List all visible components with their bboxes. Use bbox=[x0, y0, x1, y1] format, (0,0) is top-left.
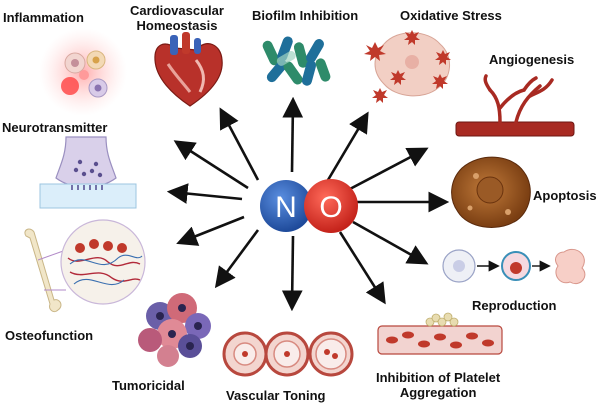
platelet-illustration bbox=[377, 312, 503, 355]
biofilm-illustration bbox=[262, 36, 331, 86]
tumor-illustration bbox=[138, 293, 211, 367]
label-platelet-aggregation: Inhibition of Platelet Aggregation bbox=[376, 370, 500, 400]
label-cardio-line1: Cardiovascular bbox=[130, 3, 224, 18]
label-biofilm-inhibition: Biofilm Inhibition bbox=[252, 8, 359, 23]
label-platelet-line1: Inhibition of Platelet bbox=[376, 370, 501, 385]
label-platelet-line2: Aggregation bbox=[399, 385, 477, 400]
label-osteofunction: Osteofunction bbox=[5, 328, 94, 343]
label-apoptosis: Apoptosis bbox=[533, 188, 597, 203]
synapse-illustration bbox=[39, 136, 137, 209]
nitrogen-atom bbox=[260, 180, 312, 232]
oxidative-illustration bbox=[364, 30, 451, 103]
label-tumoricidal: Tumoricidal bbox=[112, 378, 185, 393]
angiogenesis-illustration bbox=[455, 74, 575, 137]
nitrogen-letter: N bbox=[275, 191, 297, 224]
label-neurotransmitter: Neurotransmitter bbox=[2, 120, 108, 135]
arrow-biofilm bbox=[282, 96, 304, 173]
arrows bbox=[166, 96, 450, 312]
arrow-inflammation-neuro bbox=[173, 140, 249, 190]
label-cardiovascular-homeostasis: Cardiovascular Homeostasis bbox=[130, 3, 224, 33]
arrow-platelet bbox=[338, 231, 386, 305]
heart-illustration bbox=[154, 32, 223, 107]
arrow-oxidative bbox=[326, 111, 369, 181]
arrow-neurotransmitter bbox=[166, 183, 243, 204]
label-reproduction: Reproduction bbox=[472, 298, 557, 313]
arrow-cardio bbox=[219, 107, 260, 181]
vascular-illustration bbox=[222, 331, 354, 377]
label-oxidative-stress: Oxidative Stress bbox=[400, 8, 502, 23]
apoptosis-illustration bbox=[451, 156, 531, 228]
arrow-vascular bbox=[281, 235, 303, 312]
reproduction-illustration bbox=[442, 248, 586, 284]
oxygen-letter: O bbox=[319, 191, 342, 224]
arrow-reproduction bbox=[352, 220, 429, 265]
oxygen-atom bbox=[304, 179, 358, 233]
no-molecule: N O bbox=[260, 179, 358, 233]
bone-illustration bbox=[24, 219, 146, 313]
inflammation-illustration bbox=[39, 28, 127, 116]
arrow-osteofunction bbox=[176, 215, 245, 246]
arrow-tumoricidal bbox=[214, 229, 260, 289]
label-cardio-line2: Homeostasis bbox=[136, 18, 218, 33]
label-inflammation: Inflammation bbox=[3, 10, 84, 25]
label-vascular-toning: Vascular Toning bbox=[226, 388, 326, 403]
arrow-angiogenesis bbox=[347, 147, 429, 192]
label-angiogenesis: Angiogenesis bbox=[489, 52, 575, 67]
